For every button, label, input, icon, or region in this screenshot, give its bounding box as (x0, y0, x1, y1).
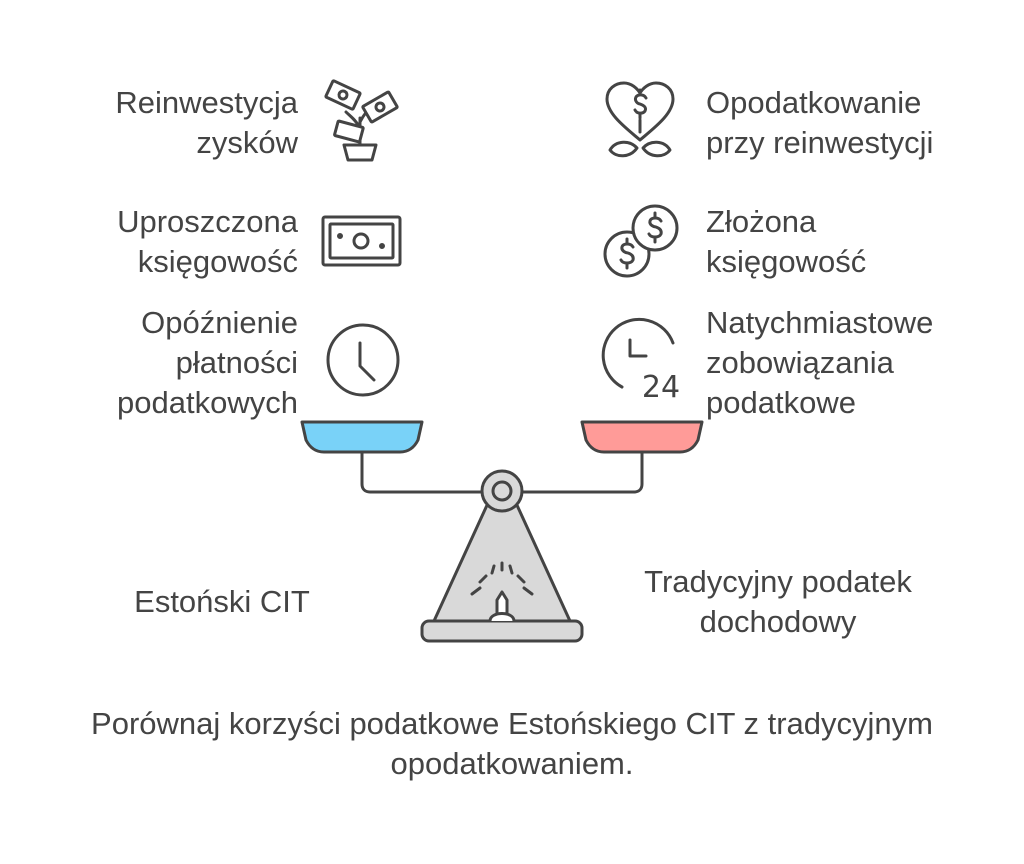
left-item-simplified-accounting-label: Uproszczona księgowość (117, 204, 298, 279)
money-plant-icon (324, 79, 399, 162)
clock-24-icon (601, 317, 675, 389)
banknote-icon (321, 215, 402, 267)
clock-24-text: 24 (642, 370, 680, 405)
heart-dollar-icon (605, 81, 675, 158)
clock-icon (326, 323, 400, 397)
left-item-tax-delay-label: Opóźnienie płatności podatkowych (117, 305, 298, 420)
scale-base-plate (420, 619, 584, 643)
right-item-complex-accounting-label: Złożona księgowość (706, 204, 867, 279)
coins-icon (603, 204, 679, 278)
traditional-tax-label: Tradycyjny podatek dochodowy (644, 564, 912, 639)
right-pan (580, 420, 704, 454)
scale-gauge-ticks (470, 561, 534, 596)
estonian-cit-label: Estoński CIT (134, 584, 310, 619)
right-item-reinvestment-tax-label: Opodatkowanie przy reinwestycji (706, 85, 934, 160)
right-item-immediate-tax-label: Natychmiastowe zobowiązania podatkowe (706, 305, 934, 420)
left-item-reinvestment-label: Reinwestycja zysków (115, 85, 298, 160)
scale-pivot-inner (491, 480, 513, 502)
diagram-caption: Porównaj korzyści podatkowe Estońskiego … (91, 706, 933, 781)
left-pan (300, 420, 424, 454)
